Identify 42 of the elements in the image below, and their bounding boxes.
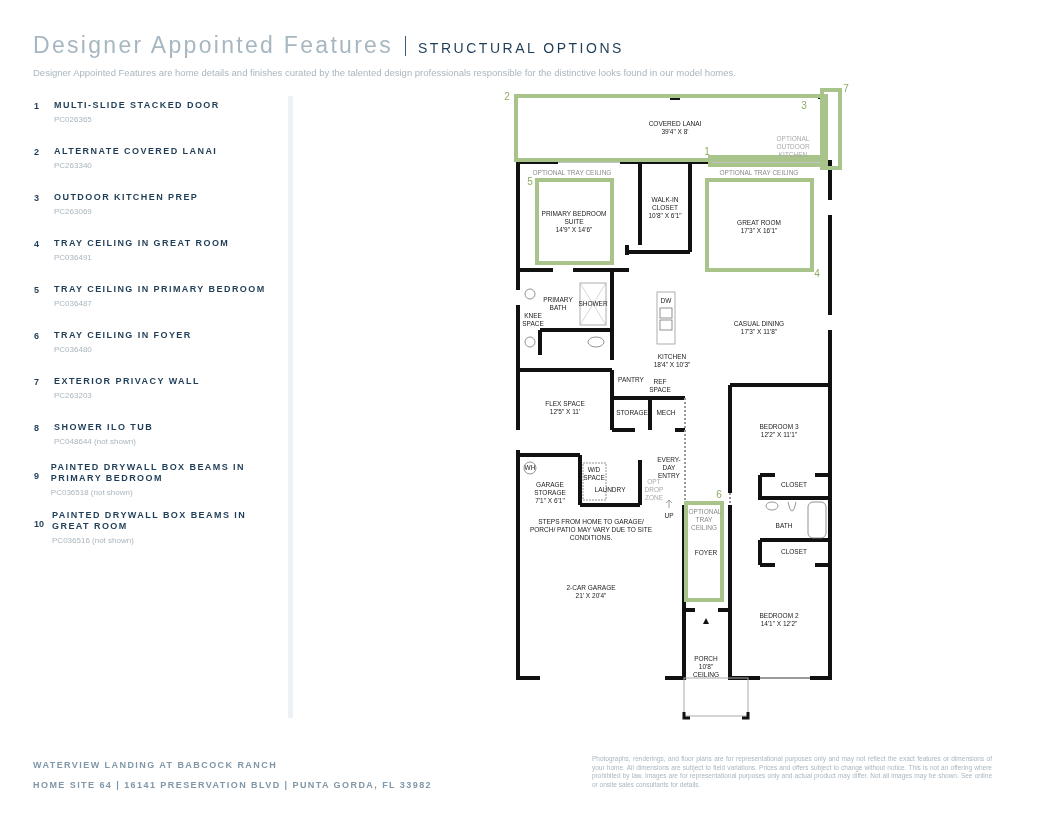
option-number: 5 <box>34 284 40 297</box>
option-title: EXTERIOR PRIVACY WALL <box>54 376 200 387</box>
option-code: PC036480 <box>54 345 93 355</box>
callout-number: 2 <box>503 89 511 104</box>
option-code: PC048644 (not shown) <box>54 437 137 447</box>
option-number: 8 <box>34 422 40 435</box>
option-title: TRAY CEILING IN PRIMARY BEDROOM <box>54 284 266 295</box>
option-number: 7 <box>34 376 40 389</box>
option-code: PC036518 (not shown) <box>50 488 134 498</box>
option-title: MULTI-SLIDE STACKED DOOR <box>54 100 220 111</box>
option-number: 6 <box>34 330 40 343</box>
option-title: TRAY CEILING IN GREAT ROOM <box>54 238 230 249</box>
option-title: PAINTED DRYWALL BOX BEAMS IN GREAT ROOM <box>52 510 248 532</box>
callout-number: 1 <box>703 144 711 159</box>
address-text: HOME SITE 64 | 16141 PRESERVATION BLVD | PUNTA GORDA, FL 33982 <box>33 778 433 792</box>
option-title: TRAY CEILING IN FOYER <box>54 330 192 341</box>
page-subtitle: STRUCTURAL OPTIONS <box>418 41 624 55</box>
page-title: Designer Appointed Features <box>33 34 393 57</box>
option-code: PC263203 <box>54 391 93 401</box>
option-code: PC263340 <box>54 161 93 171</box>
callout-number: 4 <box>813 266 821 281</box>
option-code: PC036491 <box>54 253 93 263</box>
option-code: PC036487 <box>54 299 93 309</box>
option-number: 10 <box>34 518 44 531</box>
option-title: OUTDOOR KITCHEN PREP <box>54 192 199 203</box>
callout-number: 7 <box>842 81 850 96</box>
option-number: 2 <box>34 146 40 159</box>
intro-text: Designer Appointed Features are home details and finishes curated by the talented design professionals responsible for the distinctive looks found in our model homes. <box>33 66 736 80</box>
option-number: 9 <box>34 470 40 483</box>
option-number: 3 <box>34 192 40 205</box>
option-code: PC263069 <box>54 207 93 217</box>
callout-number: 6 <box>715 487 723 502</box>
option-number: 4 <box>34 238 40 251</box>
option-title: ALTERNATE COVERED LANAI <box>54 146 218 157</box>
option-code: PC026365 <box>54 115 93 125</box>
callout-number: 3 <box>800 98 808 113</box>
option-title: SHOWER ILO TUB <box>54 422 154 433</box>
option-code: PC036516 (not shown) <box>52 536 135 546</box>
option-number: 1 <box>34 100 40 113</box>
callout-number: 5 <box>526 175 534 189</box>
option-title: PAINTED DRYWALL BOX BEAMS IN PRIMARY BEDROOM <box>50 462 246 484</box>
community-name: WATERVIEW LANDING AT BABCOCK RANCH <box>33 759 279 772</box>
